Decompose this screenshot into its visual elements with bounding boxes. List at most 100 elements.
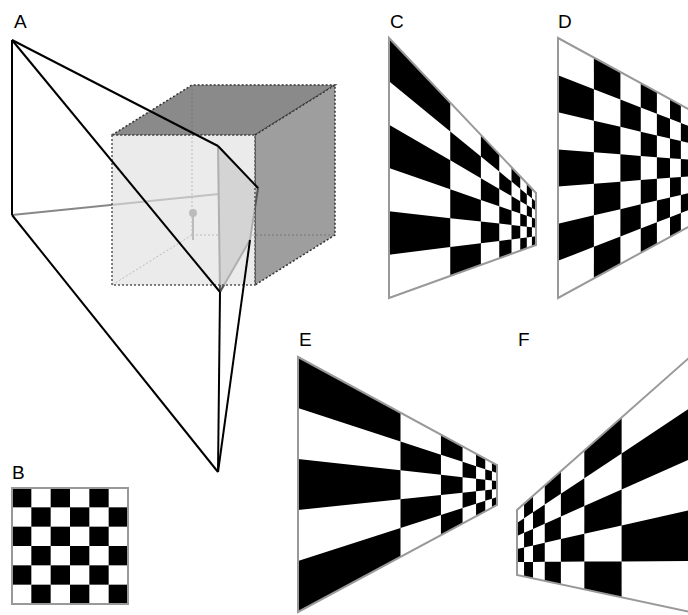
checker-square [12,527,31,546]
checker-square [12,488,31,507]
checker-square [12,565,31,584]
checker-square [51,488,70,507]
board-border [558,38,688,298]
checker-square [558,215,594,261]
cube-front-face [112,135,255,285]
board-border [298,357,497,612]
checker-square [512,196,521,213]
checker-square [485,469,492,480]
checker-square [31,585,50,604]
checker-square [51,565,70,584]
panel-letter: A [14,12,27,31]
checker-square [622,510,688,561]
checker-square [481,222,499,244]
checker-square [584,561,621,597]
perspective-checkerboard [517,357,688,612]
checker-square [670,138,681,159]
checker-square [401,441,441,474]
frustum-edge [12,215,218,472]
checker-square [622,408,688,489]
perspective-checkerboard [298,357,497,612]
checker-square [620,154,640,181]
checker-square [389,125,450,190]
checker-square [657,114,670,139]
checker-square [389,211,450,254]
checker-square [584,489,621,533]
checker-square [298,459,401,510]
checker-square [517,518,524,536]
checker-square [441,508,463,535]
panel-letter: D [558,12,572,31]
checker-square [70,507,89,526]
checker-square [657,157,670,179]
cube-right-face [255,85,335,285]
near-plane-edge [218,146,258,188]
checker-square [499,172,511,196]
checker-square [485,490,492,501]
checker-square [512,225,521,239]
checker-square [450,189,481,221]
checker-square [441,435,463,462]
checker-square [481,178,499,206]
checker-square [533,505,545,529]
checker-square [70,546,89,565]
checker-square [527,227,532,238]
checker-square [641,179,657,205]
checker-square [561,534,584,562]
checker-square [558,75,594,121]
checker-square [70,585,89,604]
checker-square [298,357,401,441]
checker-square [681,193,688,213]
checker-square [51,527,70,546]
checker-square [520,214,527,227]
frustum-edge [11,40,13,215]
checker-square [545,516,561,542]
checker-square [476,479,485,492]
board-border [389,38,536,298]
checker-square [89,527,108,546]
checker-square [527,205,532,218]
checker-square [584,417,621,478]
checker-square [89,488,108,507]
frustum-edge [218,292,220,472]
checker-square [594,121,621,155]
checker-square [481,135,499,172]
frustum-edge [12,40,218,146]
checker-square [109,546,128,565]
panel-letter: E [299,330,312,349]
checker-square [499,206,511,225]
checker-square [545,471,561,504]
checker-square [520,189,527,205]
checker-square [641,132,657,158]
checker-square [441,475,463,495]
perspective-checkerboard [558,38,688,298]
checker-square [558,149,594,186]
frustum-edge [218,240,250,472]
checker-square [620,204,640,236]
checker-square [517,547,524,562]
checker-square [463,462,476,479]
checker-square [670,177,681,198]
checker-square [401,495,441,528]
checker-square [31,546,50,565]
checker-square [594,182,621,216]
checker-square [450,131,481,178]
perspective-checkerboard [389,38,536,298]
checker-square [109,507,128,526]
panel-letter: C [390,12,404,31]
board-border [517,357,688,612]
checker-square [561,478,584,516]
checker-square [109,585,128,604]
flat-checkerboard [12,488,128,604]
frustum-and-cube [12,40,335,472]
checker-square [533,543,545,562]
board-border [12,488,128,604]
checker-square [463,491,476,508]
checker-square [681,123,688,143]
checker-square [31,507,50,526]
checker-square [298,528,401,612]
checker-square [657,198,670,223]
panel-letter: B [12,463,25,482]
